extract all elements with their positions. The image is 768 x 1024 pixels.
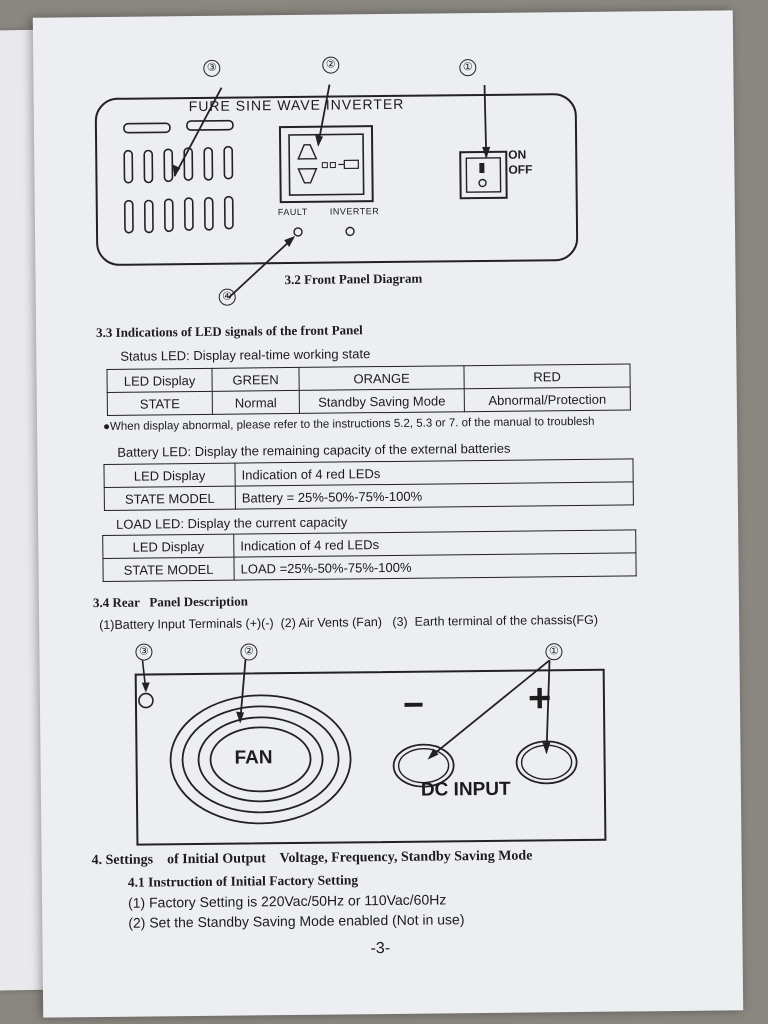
arrow-positive xyxy=(545,660,551,753)
status-led-table: LED Display GREEN ORANGE RED STATE Norma… xyxy=(106,363,631,416)
load-led-line: LOAD LED: Display the current capacity xyxy=(116,514,348,532)
settings-item: (1) Factory Setting is 220Vac/50Hz or 11… xyxy=(127,891,447,911)
battery-led-table: LED Display Indication of 4 red LEDs STA… xyxy=(103,458,634,511)
fault-label: FAULT xyxy=(277,206,308,218)
dc-negative-terminal xyxy=(392,743,455,788)
ac-outlet xyxy=(288,133,365,196)
arrow-2 xyxy=(317,84,331,145)
vent-slot-top xyxy=(123,122,171,134)
front-panel-diagram xyxy=(94,84,579,299)
table-row: STATE MODEL LOAD =25%-50%-75%-100% xyxy=(102,552,637,582)
settings-heading: 4. Settings of Initial Output Voltage, F… xyxy=(91,848,533,869)
vent-slot-top xyxy=(186,119,234,131)
rear-panel-diagram xyxy=(134,659,607,846)
load-led-table: LED Display Indication of 4 red LEDs STA… xyxy=(102,529,637,582)
rear-panel-heading: 3.4 Rear Panel Description xyxy=(92,593,249,611)
front-panel-title: FURE SINE WAVE INVERTER xyxy=(188,95,405,115)
callout-3: ③ xyxy=(203,59,221,77)
manual-page: ③ ② ① FURE S xyxy=(32,10,744,1018)
rear-panel-outline xyxy=(134,668,607,846)
arrow-4 xyxy=(228,237,294,299)
abnormal-note: ●When display abnormal, please refer to … xyxy=(103,415,595,433)
earth-terminal xyxy=(138,692,154,709)
table-row: STATE Normal Standby Saving Mode Abnorma… xyxy=(107,386,631,416)
callout-2: ② xyxy=(322,56,340,74)
arrow-negative xyxy=(428,659,551,759)
fan-label: FAN xyxy=(234,747,273,769)
fault-led xyxy=(293,227,303,237)
dc-input-label: DC INPUT xyxy=(420,778,511,801)
settings-item: (2) Set the Standby Saving Mode enabled … xyxy=(128,911,465,931)
arrow-1 xyxy=(483,84,488,157)
led-section-heading: 3.3 Indications of LED signals of the fr… xyxy=(96,322,363,341)
switch-on-label: ON xyxy=(508,147,527,162)
rear-panel-description: (1)Battery Input Terminals (+)(-) (2) Ai… xyxy=(99,612,599,633)
arrow-fan xyxy=(239,659,247,722)
ac-outlet-frame xyxy=(278,125,374,204)
inverter-led xyxy=(345,226,355,237)
outlet-socket-icon xyxy=(297,144,318,184)
page-number: -3- xyxy=(370,940,391,958)
plus-sign: + xyxy=(527,676,552,721)
front-panel-caption: 3.2 Front Panel Diagram xyxy=(284,270,423,288)
inverter-label: INVERTER xyxy=(329,206,380,217)
switch-off-label: OFF xyxy=(508,162,533,177)
air-vents xyxy=(123,145,234,234)
front-panel-outline xyxy=(94,93,579,266)
minus-sign: − xyxy=(402,683,425,725)
power-switch xyxy=(459,150,508,200)
callout-4: ④ xyxy=(218,288,236,306)
battery-led-line: Battery LED: Display the remaining capac… xyxy=(117,440,511,460)
factory-setting-subheading: 4.1 Instruction of Initial Factory Setti… xyxy=(127,872,359,890)
fan-icon xyxy=(169,694,352,825)
status-led-line: Status LED: Display real-time working st… xyxy=(120,346,371,364)
arrow-3 xyxy=(173,87,223,177)
table-row: STATE MODEL Battery = 25%-50%-75%-100% xyxy=(104,481,634,511)
